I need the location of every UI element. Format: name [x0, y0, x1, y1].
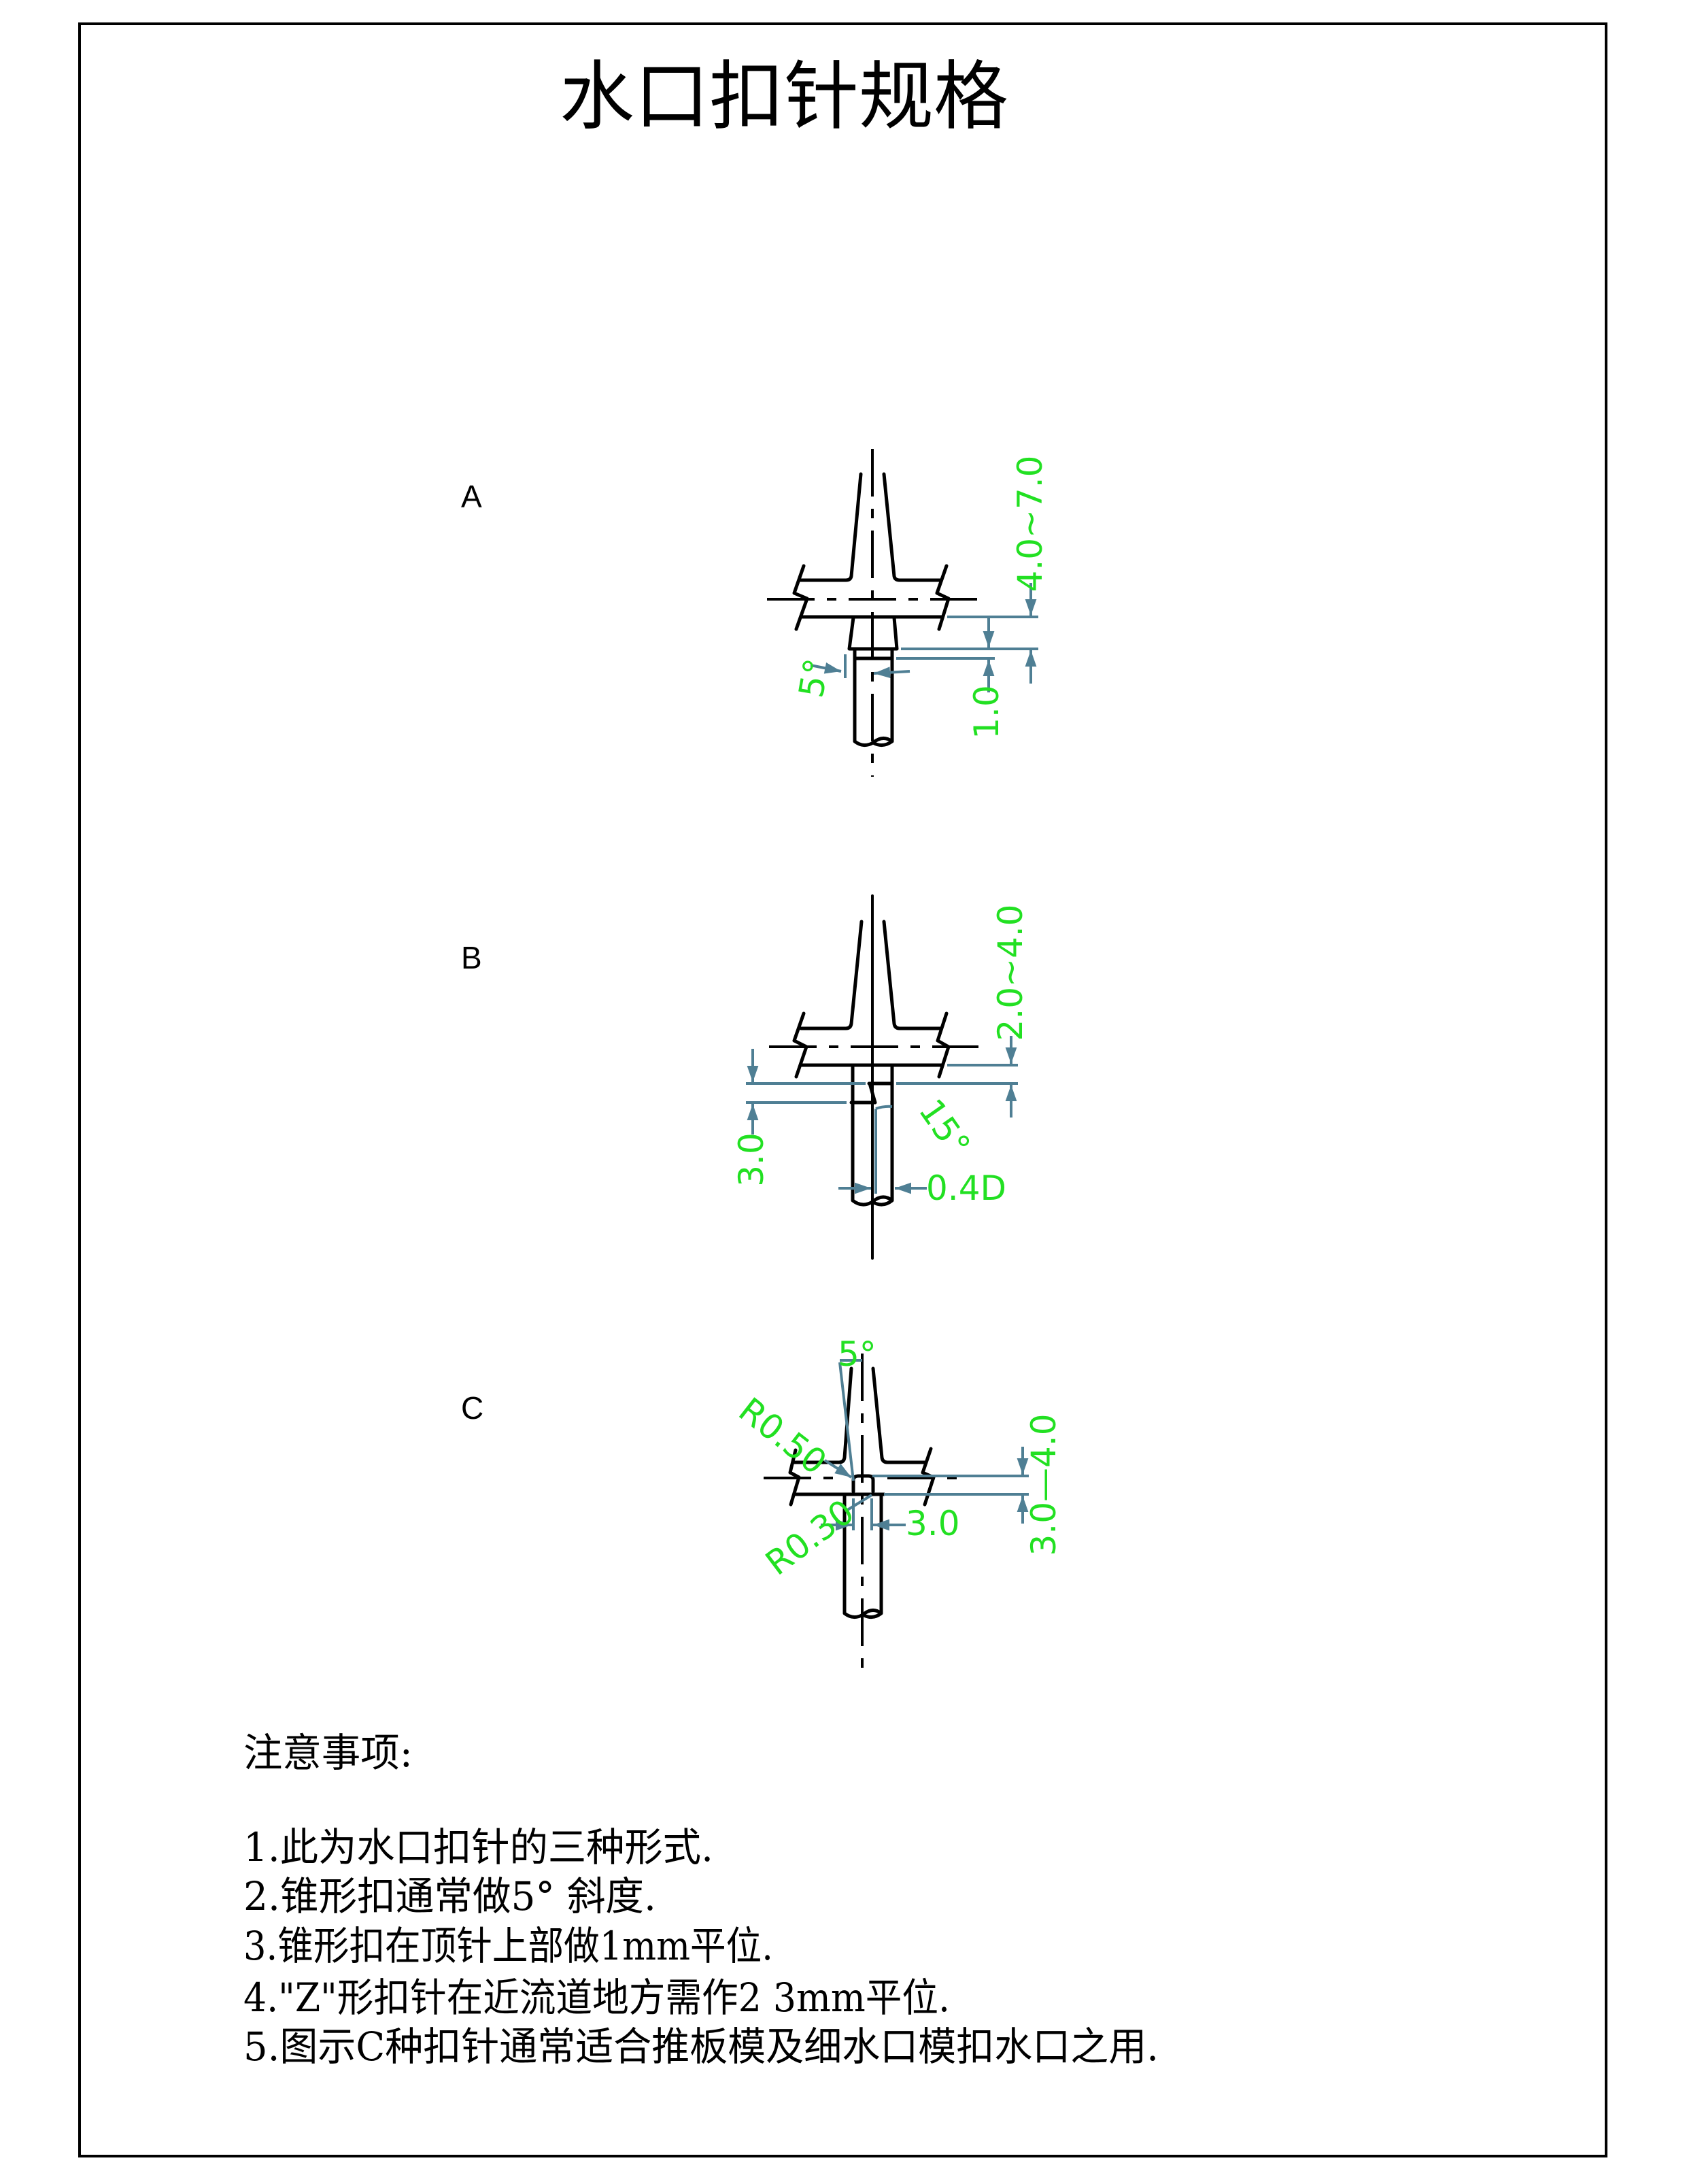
dim-offset-b: 0.4D	[926, 1169, 1006, 1208]
c-pin	[842, 1492, 883, 1619]
page-title: 水口扣针规格	[560, 53, 1008, 140]
z-pin	[849, 1063, 894, 1207]
figure-b: B 2.0~4.0 3.0 15° 0.4D	[461, 894, 1030, 1260]
note-item: 3.锥形扣在顶针上部做1mm平位.	[243, 1923, 773, 1969]
figure-label-b: B	[461, 940, 482, 975]
break-lines	[792, 1011, 951, 1079]
dim-flat-a: 1.0	[967, 685, 1006, 739]
figure-label-a: A	[461, 479, 482, 514]
dim-angle-c: 5°	[838, 1334, 876, 1374]
radius-leader	[823, 1459, 853, 1479]
dim-length-a: 4.0~7.0	[1010, 456, 1050, 592]
dim-length-b: 2.0~4.0	[991, 905, 1030, 1041]
dim-step-b: 3.0	[732, 1132, 771, 1187]
dimension-lines	[896, 616, 1038, 660]
dim-length-c: 3.0—4.0	[1024, 1413, 1063, 1556]
note-item: 2.锥形扣通常做5° 斜度.	[243, 1873, 656, 1919]
note-item: 1.此为水口扣针的三种形式.	[243, 1824, 713, 1870]
runner-sprue-outline	[798, 472, 942, 582]
radius-leader	[844, 1494, 873, 1513]
angle-arrow	[810, 662, 842, 674]
angle-lines	[874, 1105, 893, 1194]
break-lines	[792, 564, 951, 631]
dimension-lines	[746, 1064, 1018, 1104]
dim-width-c: 3.0	[906, 1504, 960, 1543]
runner-sprue-outline	[799, 920, 942, 1030]
angle-arrow	[873, 667, 910, 679]
dim-angle-a: 5°	[791, 656, 837, 701]
figure-a: A 4.0~7.0 1.0 5°	[461, 449, 1050, 777]
note-item: 4."Z"形扣针在近流道地方需作2 3mm平位.	[243, 1975, 950, 2021]
figure-label-c: C	[461, 1390, 483, 1426]
runner-sprue-outline	[791, 1366, 928, 1464]
dim-radius-top-c: R0.50	[732, 1390, 834, 1483]
taper-pin	[847, 616, 899, 747]
sheet-border	[78, 22, 1607, 2157]
figure-c: C 3.0—4.0 5° R0.50 R0.30 3.0	[461, 1334, 1063, 1675]
dim-angle-b: 15°	[911, 1092, 978, 1164]
notes-heading: 注意事项:	[243, 1730, 413, 1776]
notes: 注意事项: 1.此为水口扣针的三种形式. 2.锥形扣通常做5° 斜度. 3.锥形…	[243, 1730, 1159, 2070]
dimension-lines	[838, 1359, 1029, 1530]
note-item: 5.图示C种扣针通常适合推板模及细水口模扣水口之用.	[243, 2023, 1159, 2070]
